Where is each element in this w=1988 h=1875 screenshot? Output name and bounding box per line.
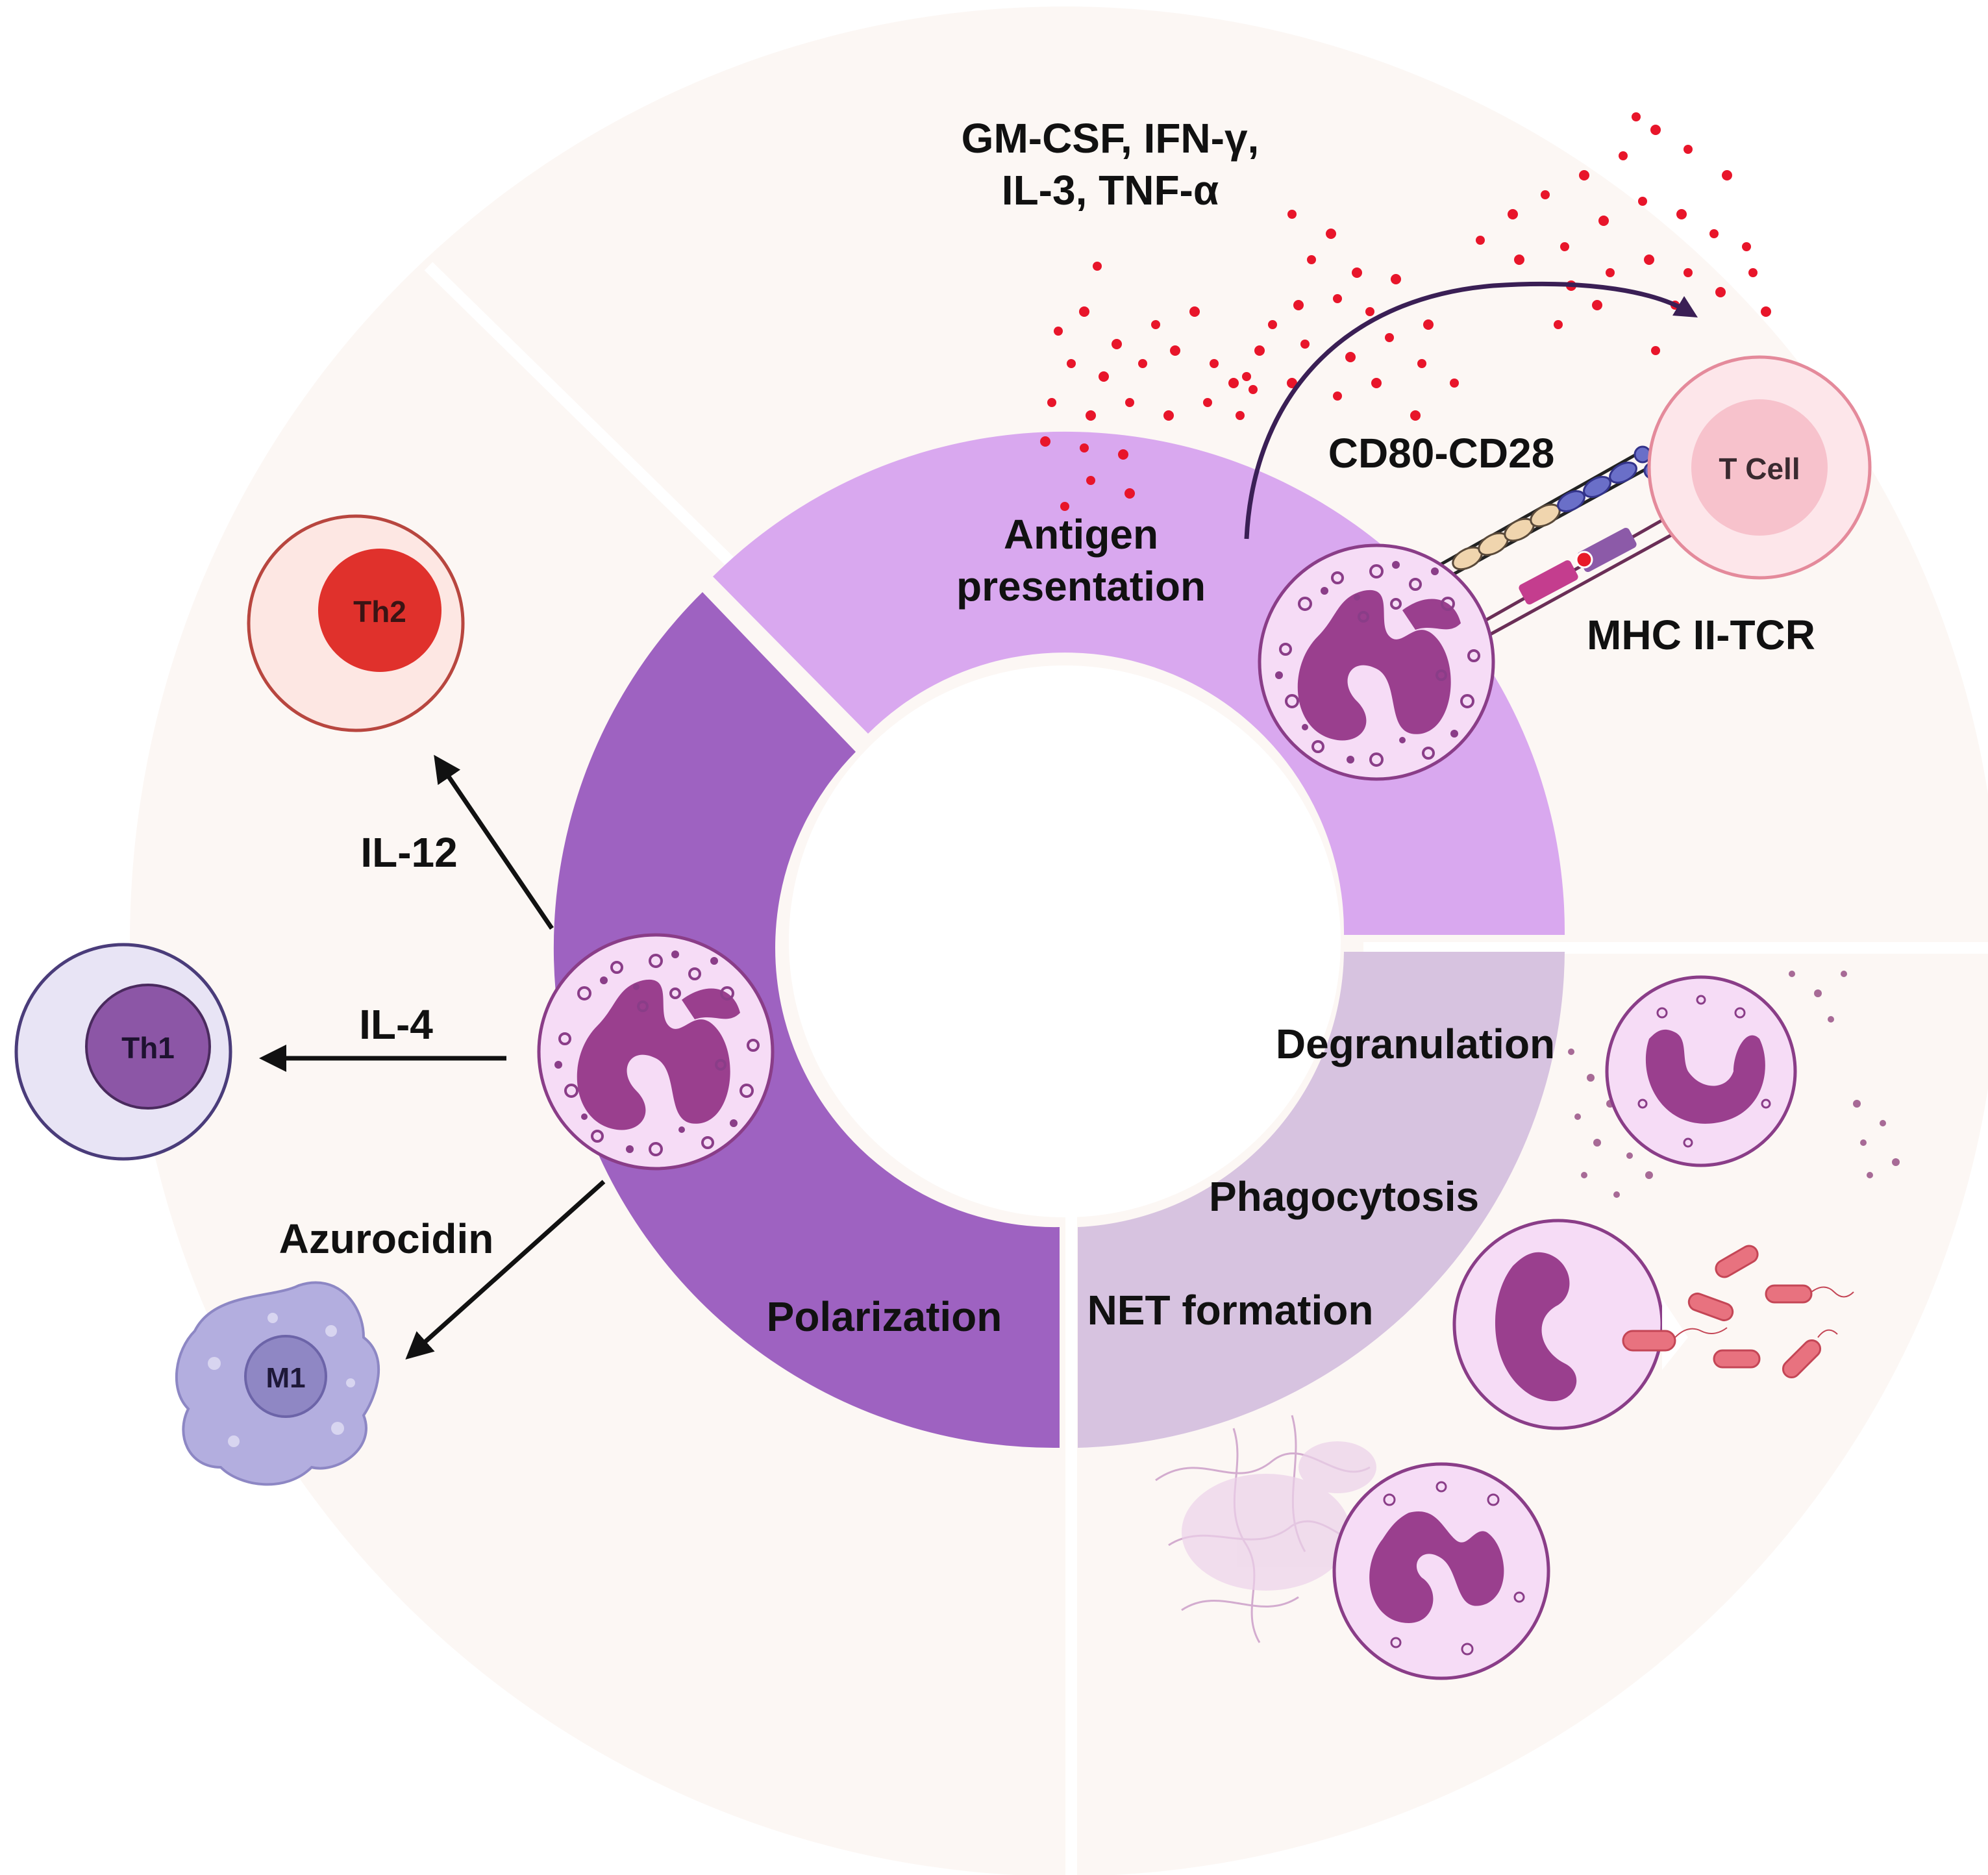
neutrophil-phagocytosing [1452, 1219, 1688, 1430]
cytokine-particles [1040, 112, 1771, 511]
azurocidin-label: Azurocidin [279, 1215, 494, 1262]
bacteria-flagella [1674, 1286, 1854, 1338]
phagocytosis-label: Phagocytosis [1209, 1173, 1479, 1220]
net-formation-label: NET formation [1087, 1287, 1374, 1334]
donut-center [789, 665, 1341, 1217]
degranulation-label: Degranulation [1276, 1021, 1555, 1067]
th1-label: Th1 [121, 1031, 175, 1065]
neutrophil-net-forming [1332, 1462, 1550, 1680]
th1-cell: Th1 [14, 943, 232, 1161]
segment-polarization [553, 592, 1060, 1448]
polarization-label: Polarization [767, 1293, 1002, 1340]
t-cell: T Cell [1647, 355, 1872, 580]
il4-label: IL-4 [359, 1001, 433, 1048]
receptor-complexes [1427, 445, 1689, 638]
neutrophil-degranulating [1568, 971, 1900, 1198]
antigen-presentation-label: Antigen presentation [956, 511, 1206, 610]
bacteria [1622, 1245, 1822, 1379]
cytokine-flow-arrow [1244, 281, 1698, 540]
th2-cell: Th2 [247, 514, 465, 732]
m1-label: M1 [266, 1362, 305, 1394]
antigen-label-line-2: presentation [956, 563, 1206, 610]
neutrophil-antigen-presenting [1260, 545, 1493, 779]
cytokine-label: GM-CSF, IFN-γ, IL-3, TNF-α [962, 115, 1260, 214]
costim-label: CD80-CD28 [1328, 430, 1555, 477]
net-web-fill [1182, 1441, 1376, 1591]
th2-label: Th2 [353, 595, 406, 628]
cytokine-line-1: GM-CSF, IFN-γ, [962, 115, 1260, 162]
m1-macrophage: M1 [175, 1281, 380, 1486]
segment-effector [1078, 952, 1565, 1448]
il12-label: IL-12 [360, 829, 457, 876]
antigen-label-line-1: Antigen [1004, 511, 1158, 558]
polarization-arrows [259, 754, 606, 1360]
t-cell-label: T Cell [1719, 452, 1800, 486]
mhc-label: MHC II-TCR [1587, 612, 1815, 658]
cytokine-line-2: IL-3, TNF-α [1002, 167, 1219, 214]
neutrophil-polarizing [539, 935, 773, 1169]
